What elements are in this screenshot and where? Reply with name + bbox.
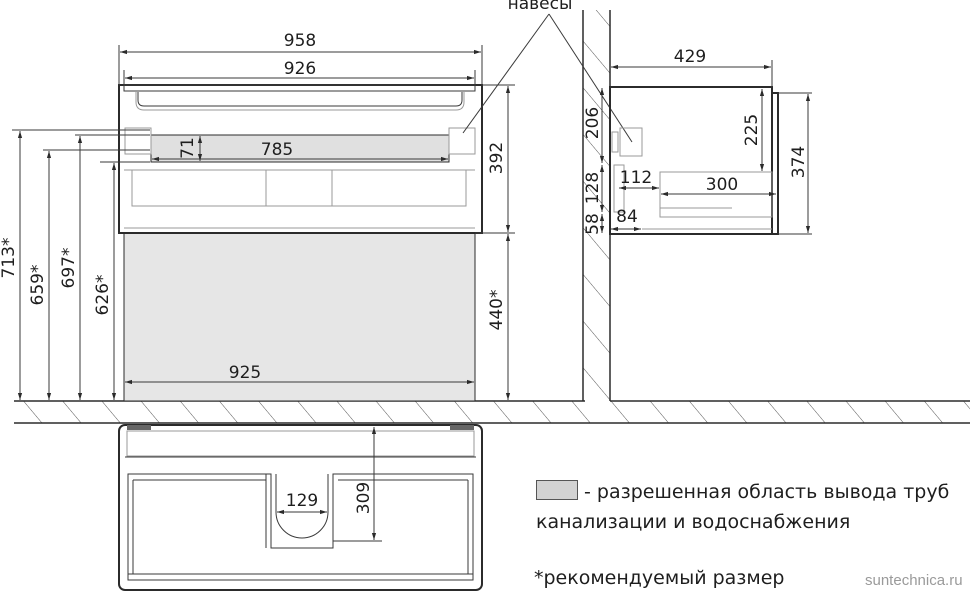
dim-785: 785 [261,140,293,160]
recommended-size-note: *рекомендуемый размер [534,567,785,589]
top-dimensions: 129 309 [277,427,382,542]
dim-206: 206 [583,107,603,139]
wall [582,10,611,401]
dim-58: 58 [583,213,603,235]
pipe-zone [123,232,476,402]
top-view [118,424,483,591]
dim-112: 112 [620,168,652,188]
dim-309: 309 [354,482,374,514]
dim-925: 925 [229,363,261,383]
legend: - разрешенная область вывода труб канали… [536,477,949,537]
legend-line-1: - разрешенная область вывода труб [536,477,949,507]
dim-626: 626* [93,275,113,316]
dim-128: 128 [583,172,603,204]
hinges-leader: навесы [462,0,633,143]
dim-958: 958 [284,31,316,51]
dim-71: 71 [178,137,198,159]
legend-desc-2: канализации и водоснабжения [536,511,851,533]
dim-659: 659* [28,265,48,306]
dim-392: 392 [487,142,507,174]
dim-926: 926 [284,59,316,79]
front-dimensions: 958 926 785 71 392 440* 925 713* 659* 69… [0,31,515,400]
dim-84: 84 [616,207,638,227]
dim-374: 374 [789,146,809,178]
dim-697: 697* [59,248,79,289]
watermark: suntechnica.ru [865,572,963,589]
dim-429: 429 [674,47,706,67]
dim-300: 300 [706,175,738,195]
pipe-zone-swatch [536,480,578,500]
legend-desc-1: - разрешенная область вывода труб [584,481,950,503]
floor [14,400,970,424]
dim-129: 129 [286,491,318,511]
side-dimensions: 429 206 128 58 112 300 84 225 374 [583,47,812,235]
dim-440: 440* [487,290,507,331]
hinges-label: навесы [508,0,573,14]
side-view [609,86,779,235]
dim-225: 225 [742,114,762,146]
front-view [118,84,483,402]
dim-713: 713* [0,238,19,279]
